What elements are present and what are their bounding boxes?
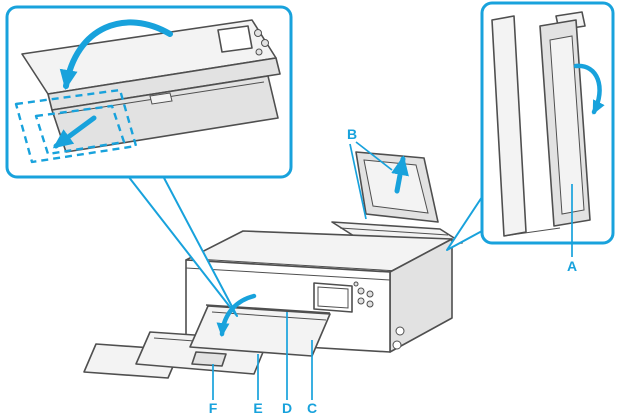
annotations: B A F E D C [209, 126, 577, 416]
open-front-cover-arrow [216, 293, 257, 337]
label-c: C [307, 400, 317, 416]
power-button-dot [353, 281, 359, 287]
inset-printer-front-strip [47, 57, 281, 111]
pull-out-tray-arrow [52, 115, 97, 149]
front-opening-hinge [205, 304, 331, 314]
fold-out-support-arrow [573, 63, 605, 115]
open-cover-rotation-arrow [59, 19, 173, 90]
label-b-leader-support [355, 141, 393, 171]
front-cover-open [189, 305, 331, 357]
panel-button-dot [357, 297, 365, 305]
label-e: E [253, 400, 262, 416]
panel-button-dot [357, 287, 365, 295]
callout-pointer-rear-support [446, 196, 483, 251]
front-cover-inset-content [14, 19, 281, 164]
paper-support-inset-content [491, 11, 605, 237]
lcd-screen [313, 282, 353, 313]
rear-tray-detail-line [339, 227, 449, 236]
inset-panel-button-dot [254, 29, 262, 37]
output-stopper [191, 351, 227, 367]
inset-panel-button-dot [255, 48, 263, 56]
front-face-detail-line [185, 267, 391, 281]
panel-button-dot [366, 300, 374, 308]
printer-main-illustration [83, 151, 463, 379]
side-button-upper [395, 326, 405, 336]
inset-paper-support-inner [549, 35, 585, 215]
label-b-leader-rear-tray [349, 143, 367, 220]
label-d: D [282, 400, 292, 416]
label-f: F [209, 400, 218, 416]
inset-rear-body [491, 15, 527, 237]
top-cover-seam [195, 258, 399, 272]
inset-lcd-screen [217, 25, 253, 53]
inset-panel-button-dot [261, 39, 269, 47]
raise-support-arrow [391, 155, 409, 194]
phantom-tray-outline-outer [14, 88, 138, 164]
label-b: B [347, 126, 357, 142]
side-button-lower [392, 340, 402, 350]
phantom-tray-outline-inner [34, 104, 126, 156]
label-a: A [567, 258, 577, 274]
inset-base-line [503, 227, 561, 237]
lcd-screen-inner [317, 286, 349, 309]
panel-button-dot [366, 290, 374, 298]
inset-cover-handle [149, 92, 173, 105]
